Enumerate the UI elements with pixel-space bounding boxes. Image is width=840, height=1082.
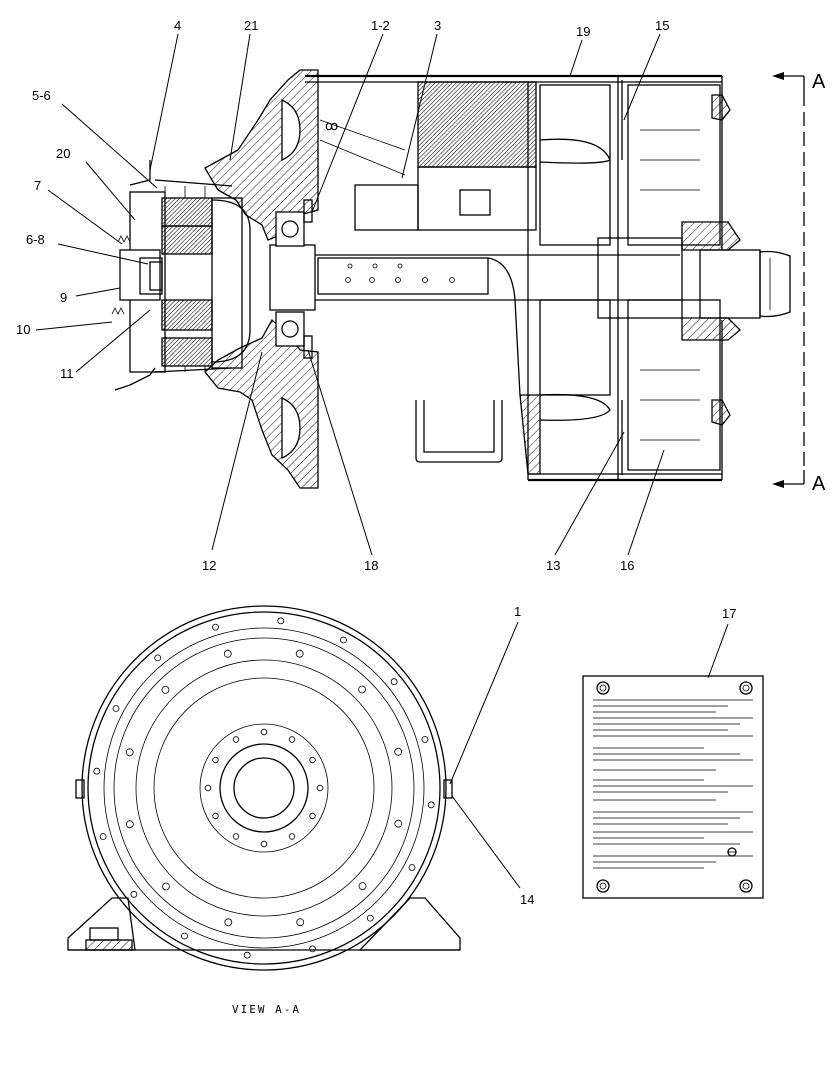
bolt-hole [99, 833, 107, 840]
bolt-hole [358, 685, 367, 694]
bolt-hole [309, 756, 316, 764]
bolt-hole [260, 728, 268, 736]
stator-core-lower [519, 394, 541, 475]
bolt-hole [421, 736, 429, 743]
bolt-hole [232, 833, 240, 840]
bolt-hole [316, 784, 324, 792]
cross-section-view: ꝏ [16, 18, 826, 573]
callout-20: 20 [56, 146, 70, 161]
bolt-hole [224, 918, 233, 927]
end-view-a-a: 1 14 VIEW A-A [67, 604, 534, 1016]
exciter-end [621, 80, 731, 475]
coupling-assembly [111, 160, 251, 391]
callout-9: 9 [60, 290, 67, 305]
callout-5-6: 5-6 [32, 88, 51, 103]
callout-19: 19 [576, 24, 590, 39]
bolt-hole [340, 636, 347, 644]
bolt-hole [288, 833, 296, 840]
bearing-assembly [275, 199, 313, 359]
callout-21: 21 [244, 18, 258, 33]
bolt-hole [243, 951, 251, 959]
drive-end-bracket [204, 69, 319, 489]
bolt-hole [394, 819, 403, 828]
callout-12: 12 [202, 558, 216, 573]
callout-1-2: 1-2 [371, 18, 390, 33]
section-mark-bottom: A [812, 473, 826, 495]
inner-bolt-circle [204, 728, 324, 848]
callout-18: 18 [364, 558, 378, 573]
stator-core-upper [417, 81, 537, 168]
bolt-hole [223, 649, 232, 658]
bolt-hole [296, 918, 305, 927]
callout-16: 16 [620, 558, 634, 573]
bolt-hole [125, 748, 134, 757]
callout-13: 13 [546, 558, 560, 573]
bolt-hole [295, 649, 304, 658]
callout-14: 14 [520, 892, 534, 907]
main-shaft [269, 221, 791, 463]
bolt-hole [93, 767, 101, 775]
plate-fins [593, 699, 753, 869]
bolt-hole [212, 756, 219, 764]
bolt-hole [112, 705, 120, 712]
bolt-hole [161, 882, 170, 891]
bolt-hole [309, 812, 316, 820]
rotor-assembly: ꝏ [319, 84, 611, 421]
bolt-hole [181, 932, 188, 940]
bolt-hole [408, 864, 416, 871]
shaft-holes [345, 263, 455, 283]
bolt-hole [260, 840, 268, 848]
callout-6-8: 6-8 [26, 232, 45, 247]
bolt-hole [204, 784, 212, 792]
middle-bolt-circle [125, 649, 403, 927]
callout-1: 1 [514, 604, 521, 619]
section-cut-line [772, 72, 805, 488]
bolt-hole [390, 678, 398, 686]
bolt-hole [358, 882, 367, 890]
callout-15: 15 [655, 18, 669, 33]
view-caption: VIEW A-A [232, 1003, 301, 1016]
callout-10: 10 [16, 322, 30, 337]
bolt-hole [309, 945, 316, 953]
callout-leaders [35, 33, 665, 556]
callout-11: 11 [60, 366, 74, 381]
bolt-hole [288, 736, 296, 743]
bolt-hole [125, 820, 134, 829]
callout-17: 17 [722, 606, 736, 621]
bolt-hole [154, 654, 162, 662]
bolt-hole [212, 812, 219, 820]
outer-bolt-circle [93, 617, 435, 959]
bolt-hole [212, 623, 219, 631]
bolt-hole [366, 914, 374, 922]
callout-7: 7 [34, 178, 41, 193]
bolt-hole [427, 801, 435, 809]
heat-sink-plate: 17 [582, 606, 764, 899]
section-mark-top: A [812, 71, 826, 93]
callout-3: 3 [434, 18, 441, 33]
bolt-hole [394, 747, 403, 756]
bolt-hole [130, 890, 138, 898]
bolt-hole [161, 686, 170, 694]
bolt-hole [277, 617, 285, 625]
callout-4: 4 [174, 18, 181, 33]
bolt-hole [232, 736, 240, 743]
svg-text:ꝏ: ꝏ [325, 118, 338, 133]
